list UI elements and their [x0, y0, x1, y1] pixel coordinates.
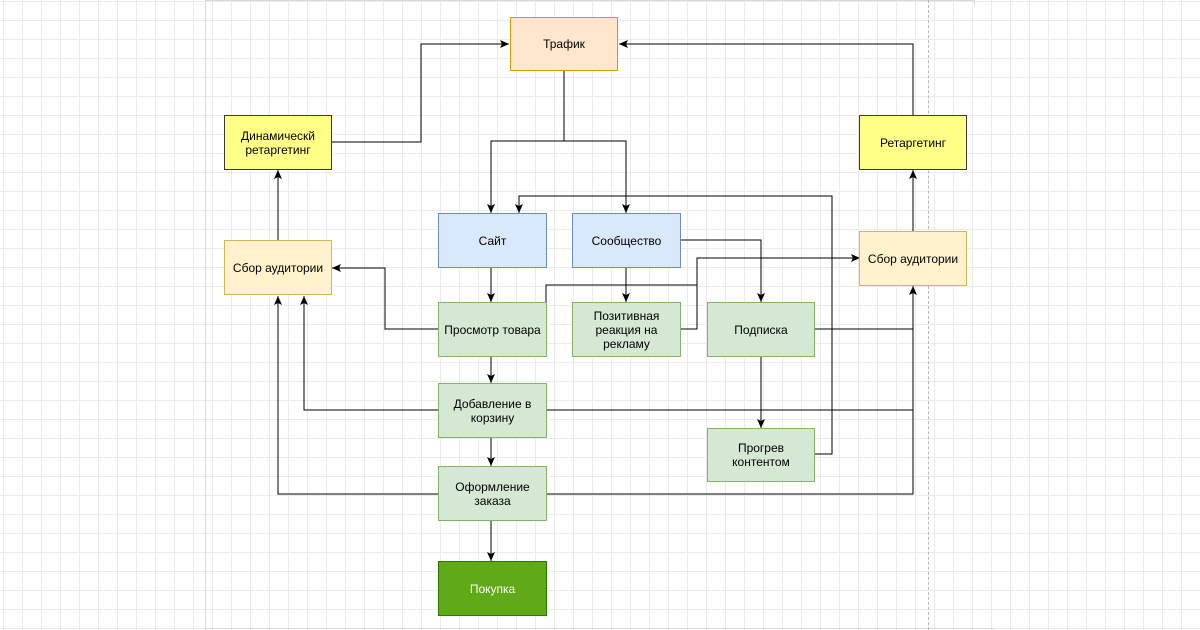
node-label: Прогрев контентом [732, 441, 790, 469]
node-add-to-cart[interactable]: Добавление в корзину [438, 383, 547, 438]
node-label: Покупка [469, 581, 516, 596]
node-site[interactable]: Сайт [438, 213, 547, 268]
node-product-view[interactable]: Просмотр товара [438, 302, 547, 357]
node-content-warmup[interactable]: Прогрев контентом [707, 428, 815, 482]
edge-dynamic-retargeting-to-traffic[interactable] [331, 40, 509, 143]
edge-retargeting-to-traffic[interactable] [619, 40, 914, 115]
node-subscription[interactable]: Подписка [707, 302, 815, 357]
edge-subscription-to-audience-right[interactable] [814, 286, 917, 330]
node-retargeting[interactable]: Ретаргетинг [859, 115, 967, 170]
node-label: Позитивная реакция на рекламу [593, 308, 660, 351]
page-border [205, 628, 995, 629]
edge-checkout-to-audience-left[interactable] [274, 296, 439, 495]
node-community[interactable]: Сообщество [572, 213, 681, 268]
page-border [205, 0, 975, 1]
node-purchase[interactable]: Покупка [438, 561, 547, 616]
node-label: Добавление в корзину [453, 396, 532, 425]
page-border [205, 0, 206, 630]
node-checkout[interactable]: Оформление заказа [438, 466, 547, 521]
node-label: Сбор аудитории [232, 260, 324, 275]
node-audience-left[interactable]: Сбор аудитории [224, 240, 332, 295]
node-label: Подписка [734, 322, 788, 337]
node-label: Ретаргетинг [879, 135, 947, 150]
edge-positive-reaction-to-audience-right[interactable] [680, 258, 698, 330]
edge-traffic-to-community[interactable] [564, 140, 630, 213]
node-traffic[interactable]: Трафик [510, 17, 618, 71]
edge-add-to-cart-to-audience-left[interactable] [300, 296, 439, 411]
node-label: Просмотр товара [444, 322, 541, 337]
node-label: Сайт [478, 233, 507, 248]
edge-content-warmup-to-site[interactable] [515, 195, 833, 455]
node-label: Сбор аудитории [867, 251, 959, 266]
node-dynamic-retargeting[interactable]: Динамическй ретаргетинг [224, 115, 332, 170]
edge-checkout-to-audience-right[interactable] [546, 329, 914, 495]
node-label: Динамическй ретаргетинг [241, 128, 315, 157]
edge-product-view-to-audience-left[interactable] [332, 264, 439, 330]
edge-community-to-subscription[interactable] [680, 239, 765, 302]
node-label: Трафик [543, 37, 585, 51]
page-border [974, 0, 975, 6]
node-label: Оформление заказа [455, 479, 530, 508]
node-audience-right[interactable]: Сбор аудитории [859, 231, 967, 286]
node-label: Сообщество [591, 233, 662, 248]
edge-traffic-to-site[interactable] [487, 71, 565, 213]
page-break-line [928, 0, 929, 630]
node-positive-reaction[interactable]: Позитивная реакция на рекламу [572, 302, 681, 357]
